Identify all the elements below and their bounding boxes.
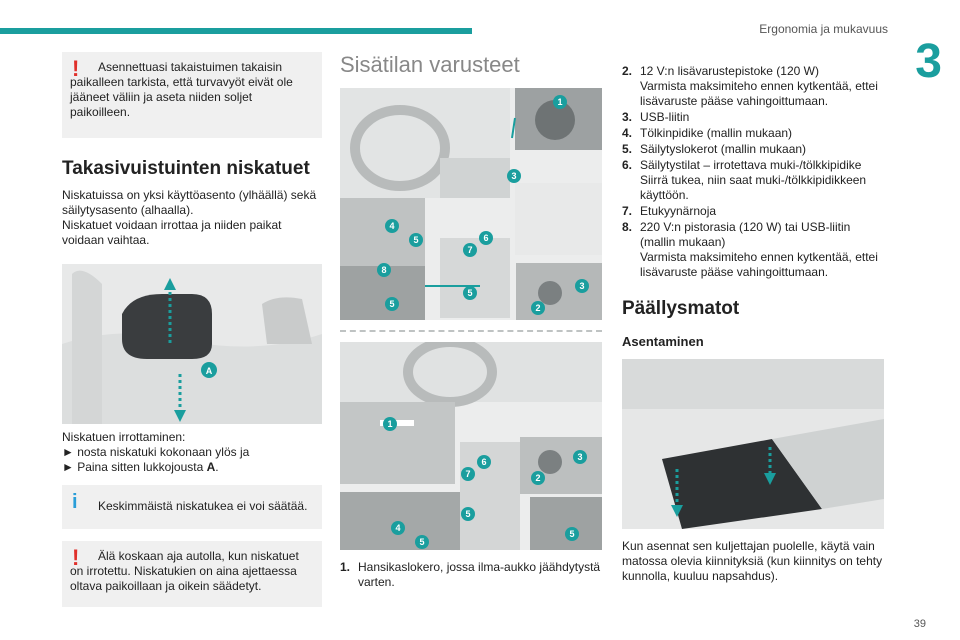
item-text: Hansikaslokero, jossa ilma-aukko jäähdyt…	[358, 560, 601, 589]
badge-3: 3	[511, 171, 516, 181]
warning-text: Älä koskaan aja autolla, kun niskatuet o…	[70, 549, 299, 593]
list-item: 8. 220 V:n pistorasia (120 W) tai USB-lii…	[622, 220, 886, 280]
badge-5: 5	[413, 235, 418, 245]
interior-fittings-heading: Sisätilan varusteet	[340, 52, 520, 77]
warning-text: Asennettuasi takaistuimen takaisin paika…	[70, 60, 293, 119]
badge-8: 8	[381, 265, 386, 275]
item-text: Etukyynärnoja	[640, 204, 717, 218]
list-item: 1. Hansikaslokero, jossa ilma-aukko jääh…	[340, 560, 604, 590]
badge-5c: 5	[467, 288, 472, 298]
badge-4: 4	[395, 523, 400, 533]
column-middle: Sisätilan varusteet 1 3 4 5 6 7 8 5 5	[340, 52, 604, 591]
headrests-intro-1: Niskatuissa on yksi käyttöasento (ylhääl…	[62, 188, 317, 217]
item-text: 12 V:n lisävarustepistoke (120 W)	[640, 64, 819, 78]
floor-mats-body: Kun asennat sen kuljettajan puolelle, kä…	[622, 539, 883, 583]
badge-5: 5	[465, 509, 470, 519]
item-text: 220 V:n pistorasia (120 W) tai USB-liiti…	[640, 220, 851, 249]
interior-figure-1: 1 3 4 5 6 7 8 5 5 3 2	[340, 88, 602, 320]
info-i-icon: i	[72, 491, 78, 513]
badge-3b: 3	[579, 281, 584, 291]
badge-5b: 5	[389, 299, 394, 309]
floor-mat-illustration	[622, 359, 884, 529]
list-item: 2. 12 V:n lisävarustepistoke (120 W)Varmi…	[622, 64, 886, 109]
badge-6: 6	[481, 457, 486, 467]
headrest-illustration: A	[62, 264, 322, 424]
item-subtext: Varmista maksimiteho ennen kytkentää, et…	[640, 250, 878, 279]
item-subtext: Siirrä tukea, niin saat muki-/tölkkipidi…	[640, 173, 867, 202]
interior-figure-2: 1 3 6 7 2 5 5 4 5	[340, 342, 602, 550]
badge-5b: 5	[569, 529, 574, 539]
warning-exclamation-icon: !	[72, 56, 80, 81]
warning-exclamation-icon: !	[72, 545, 80, 570]
item-number: 4.	[622, 126, 633, 140]
badge-6: 6	[483, 233, 488, 243]
item-number: 8.	[622, 220, 633, 234]
warning-box-seatbelts: ! Asennettuasi takaistuimen takaisin pai…	[62, 52, 322, 138]
item-text: Säilytystilat – irrotettava muki-/tölkki…	[640, 158, 862, 172]
info-box-center-headrest: i Keskimmäistä niskatukea ei voi säätää.	[62, 485, 322, 529]
header-accent-bar	[0, 28, 472, 34]
badge-5c: 5	[419, 537, 424, 547]
badge-3: 3	[577, 452, 582, 462]
item-number: 1.	[340, 560, 351, 574]
item-text: Säilytyslokerot (mallin mukaan)	[640, 142, 807, 156]
badge-4: 4	[389, 221, 394, 231]
list-item: 7. Etukyynärnoja	[622, 204, 886, 219]
item-number: 6.	[622, 158, 633, 172]
column-right: 2.12 V:n lisävarustepistoke (120 W)Varmi…	[622, 64, 886, 584]
list-item: 4. Tölkinpidike (mallin mukaan)	[622, 126, 886, 141]
removal-step-1: ► nosta niskatuki kokonaan ylös ja	[62, 445, 250, 459]
item-number: 3.	[622, 110, 633, 124]
item-number: 5.	[622, 142, 633, 156]
headrests-intro-2: Niskatuet voidaan irrottaa ja niiden pai…	[62, 218, 282, 247]
removal-step-2-end: .	[215, 460, 219, 474]
item-list-part2: 2.12 V:n lisävarustepistoke (120 W)Varmi…	[622, 64, 886, 280]
info-text: Keskimmäistä niskatukea ei voi säätää.	[98, 499, 308, 513]
badge-1: 1	[557, 97, 562, 107]
item-subtext: Varmista maksimiteho ennen kytkentää, et…	[640, 79, 878, 108]
removal-step-2: ► Paina sitten lukkojousta A.	[62, 460, 322, 475]
badge-7: 7	[467, 245, 472, 255]
item-number: 7.	[622, 204, 633, 218]
item-text: USB-liitin	[640, 110, 690, 124]
list-item: 6. Säilytystilat – irrotettava muki-/tölk…	[622, 158, 886, 203]
removal-step-2-label: A	[206, 460, 216, 474]
list-item: 5. Säilytyslokerot (mallin mukaan)	[622, 142, 886, 157]
chapter-number: 3	[915, 35, 942, 88]
warning-box-driving: ! Älä koskaan aja autolla, kun niskatuet…	[62, 541, 322, 607]
badge-2: 2	[535, 303, 540, 313]
badge-1: 1	[387, 419, 392, 429]
item-text: Tölkinpidike (mallin mukaan)	[640, 126, 793, 140]
figure-label-a: A	[206, 366, 213, 376]
installing-subheading: Asentaminen	[622, 334, 704, 349]
item-list-part1: 1. Hansikaslokero, jossa ilma-aukko jääh…	[340, 560, 604, 590]
badge-2: 2	[535, 473, 540, 483]
headrests-heading: Takasivuistuinten niskatuet	[62, 158, 310, 179]
page-number: 39	[913, 618, 926, 630]
figure-separator	[340, 330, 602, 332]
column-left: ! Asennettuasi takaistuimen takaisin pai…	[62, 52, 322, 619]
removal-step-2-text: ► Paina sitten lukkojousta	[62, 460, 207, 474]
badge-7: 7	[465, 469, 470, 479]
floor-mats-heading: Päällysmatot	[622, 298, 740, 319]
section-title: Ergonomia ja mukavuus	[759, 22, 888, 36]
item-number: 2.	[622, 64, 633, 78]
removal-title: Niskatuen irrottaminen:	[62, 430, 186, 444]
list-item: 3. USB-liitin	[622, 110, 886, 125]
